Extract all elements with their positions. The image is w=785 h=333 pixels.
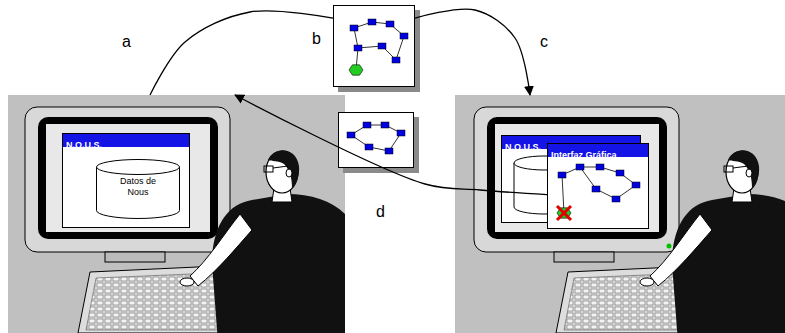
graph-node	[363, 122, 371, 128]
graph-art	[347, 122, 405, 154]
user-figure	[180, 150, 345, 333]
workstation-panel: aN.O.U.S.Datos de Nous	[8, 95, 345, 333]
user-figure	[640, 150, 785, 333]
graph-art	[349, 19, 408, 75]
delete-cross	[557, 206, 571, 220]
graph-node	[347, 132, 355, 138]
graph-thumbnail: d	[338, 112, 414, 168]
graph-node	[558, 172, 566, 178]
graph-node	[350, 25, 358, 31]
database-cylinder: Datos de Nous	[96, 159, 180, 219]
user-figure	[640, 150, 785, 333]
graph-node	[400, 33, 408, 39]
graph-node	[385, 148, 393, 154]
window-title: Interfaz Gráfica	[548, 149, 620, 161]
graph-node	[612, 196, 620, 202]
part-letter: a	[122, 33, 131, 51]
flow-arrow	[235, 95, 547, 195]
graph-node	[576, 164, 584, 170]
graph-thumbnail: b	[333, 5, 415, 87]
flow-arrow	[415, 9, 530, 95]
part-letter: b	[312, 30, 321, 48]
graphic-window: Interfaz Gráfica	[547, 143, 649, 229]
part-letter: d	[376, 203, 385, 221]
graph-node	[632, 182, 640, 188]
app-window: N.O.U.S. Datos de Nous	[62, 133, 190, 228]
graph-node	[592, 186, 600, 192]
graph-node	[392, 57, 400, 63]
flow-arrow	[150, 11, 333, 95]
graph-node	[386, 21, 394, 27]
start-node	[349, 65, 363, 75]
graph-node	[397, 130, 405, 136]
graph-node	[354, 45, 362, 51]
user-figure	[180, 150, 345, 333]
graph-node	[365, 144, 373, 150]
database-label: Datos de Nous	[112, 176, 164, 198]
graph-node	[596, 164, 604, 170]
graph-link	[396, 36, 404, 60]
node-art	[548, 157, 648, 228]
graph-node	[616, 170, 624, 176]
node-art	[334, 6, 414, 86]
monitor	[474, 107, 679, 262]
graph-node	[381, 122, 389, 128]
window-title: N.O.U.S.	[502, 141, 544, 153]
graph-node	[378, 43, 386, 49]
graph-node	[368, 19, 376, 25]
cylinder-top	[97, 160, 180, 175]
window-title: N.O.U.S.	[63, 139, 105, 151]
graph-link	[580, 167, 596, 189]
graph-link	[562, 175, 564, 213]
graph-art	[557, 164, 640, 220]
monitor	[25, 107, 230, 262]
node-art	[339, 113, 413, 167]
part-letter: c	[540, 33, 548, 51]
workstation-panel: cN.O.U.S.Interfaz Gráfica	[455, 95, 785, 333]
